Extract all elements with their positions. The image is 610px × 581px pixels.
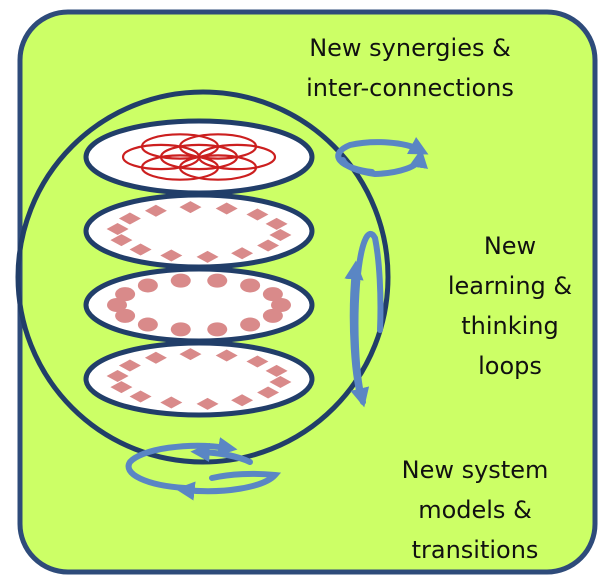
label-synergies-line1: New synergies &: [309, 34, 511, 62]
ellipse-marker: [115, 287, 136, 302]
diamond-marker: [106, 370, 129, 383]
diamond-marker: [215, 349, 238, 362]
system-sphere: [15, 89, 391, 465]
diamond-marker: [246, 208, 269, 221]
disc-bottom-markers: [106, 348, 292, 410]
label-learning-line1: New: [483, 232, 537, 260]
ellipse-marker: [240, 278, 261, 293]
diamond-marker: [129, 243, 152, 256]
ellipse-marker: [137, 317, 158, 332]
cycle-arrow-icon-models: [125, 437, 282, 501]
cycle-arrow-icon-learning: [344, 230, 384, 408]
diamond-marker: [110, 381, 133, 394]
label-learning-loops: New learning & thinking loops: [420, 226, 600, 386]
diamond-marker: [269, 228, 292, 241]
diamond-marker: [110, 234, 133, 247]
diamond-marker: [118, 212, 141, 225]
cycle-arrow-icon-synergies: [335, 137, 429, 178]
diamond-marker: [269, 375, 292, 388]
ellipse-marker: [115, 308, 136, 323]
diamond-marker: [231, 247, 254, 260]
label-synergies-line2: inter-connections: [306, 74, 514, 102]
ellipse-marker: [262, 308, 283, 323]
disc-lower-middle-markers: [107, 273, 291, 337]
label-models-line3: transitions: [411, 536, 539, 564]
diamond-marker: [179, 348, 202, 361]
label-models-line1: New system: [401, 456, 549, 484]
diamond-marker: [265, 217, 288, 230]
diamond-marker: [160, 249, 183, 262]
diamond-marker: [118, 359, 141, 372]
flower-circle: [178, 133, 258, 160]
ellipse-marker: [107, 298, 127, 312]
label-learning-line3: thinking: [461, 312, 559, 340]
disc-upper-middle-markers: [106, 201, 292, 263]
ellipse-marker: [207, 322, 228, 337]
diamond-marker: [196, 397, 219, 410]
ellipse-marker: [170, 273, 191, 288]
ellipse-marker: [262, 287, 283, 302]
flower-of-life-icon: [121, 133, 277, 181]
ellipse-marker: [207, 273, 228, 288]
ellipse-marker: [170, 322, 191, 337]
diamond-marker: [144, 351, 167, 364]
flower-circle: [140, 133, 220, 160]
ellipse-marker: [137, 278, 158, 293]
label-models-line2: models &: [418, 496, 532, 524]
ellipse-marker: [240, 317, 261, 332]
diamond-marker: [179, 201, 202, 214]
diamond-marker: [231, 394, 254, 407]
diamond-marker: [215, 202, 238, 215]
label-learning-line2: learning &: [447, 272, 573, 300]
diamond-marker: [265, 364, 288, 377]
diamond-marker: [106, 223, 129, 236]
diamond-marker: [257, 386, 280, 399]
label-learning-line4: loops: [478, 352, 542, 380]
diamond-marker: [144, 204, 167, 217]
diamond-marker: [160, 396, 183, 409]
diamond-marker: [246, 355, 269, 368]
diamond-marker: [196, 250, 219, 263]
diamond-marker: [257, 239, 280, 252]
diamond-marker: [129, 390, 152, 403]
label-synergies: New synergies & inter-connections: [255, 28, 565, 108]
label-system-models: New system models & transitions: [365, 450, 585, 570]
ellipse-marker: [271, 298, 291, 312]
